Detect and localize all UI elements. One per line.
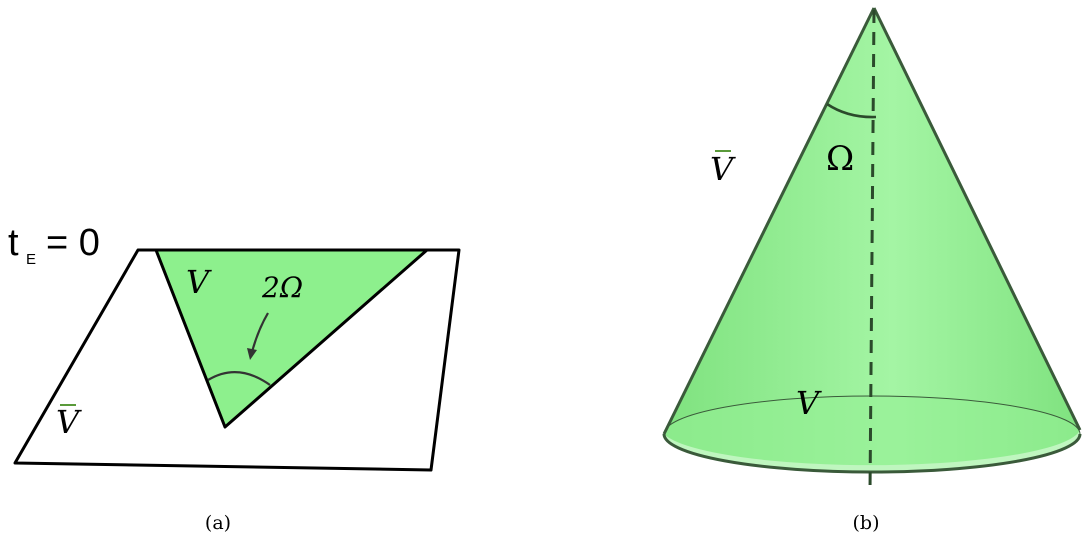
time-value: = 0 <box>46 222 100 264</box>
cone-base-front-edge <box>662 433 1082 474</box>
cone-left-edge <box>662 7 876 435</box>
caption-a: (a) <box>205 512 231 534</box>
time-subscript: E <box>26 251 36 268</box>
cone-axis <box>868 9 876 493</box>
angle-pointer-arrow <box>250 312 269 353</box>
time-label: t <box>8 222 19 264</box>
region-inside-label: V <box>186 263 212 301</box>
angle-label: 2Ω <box>261 271 303 304</box>
region-v-wedge <box>154 248 429 429</box>
arrow-head <box>247 348 257 360</box>
half-angle-label: Ω <box>826 139 854 179</box>
panel-a: t E = 0 V 2Ω V (a) <box>8 222 461 534</box>
region-outside-label: V <box>56 403 82 441</box>
half-angle-arc <box>826 102 877 119</box>
angle-arc <box>207 371 271 386</box>
caption-b: (b) <box>853 512 880 534</box>
region-inside-label-b: V <box>796 384 822 422</box>
region-outside-label-b: V <box>710 150 736 188</box>
panel-b: V Ω V (b) <box>662 7 1082 534</box>
cone-right-edge <box>872 7 1082 431</box>
